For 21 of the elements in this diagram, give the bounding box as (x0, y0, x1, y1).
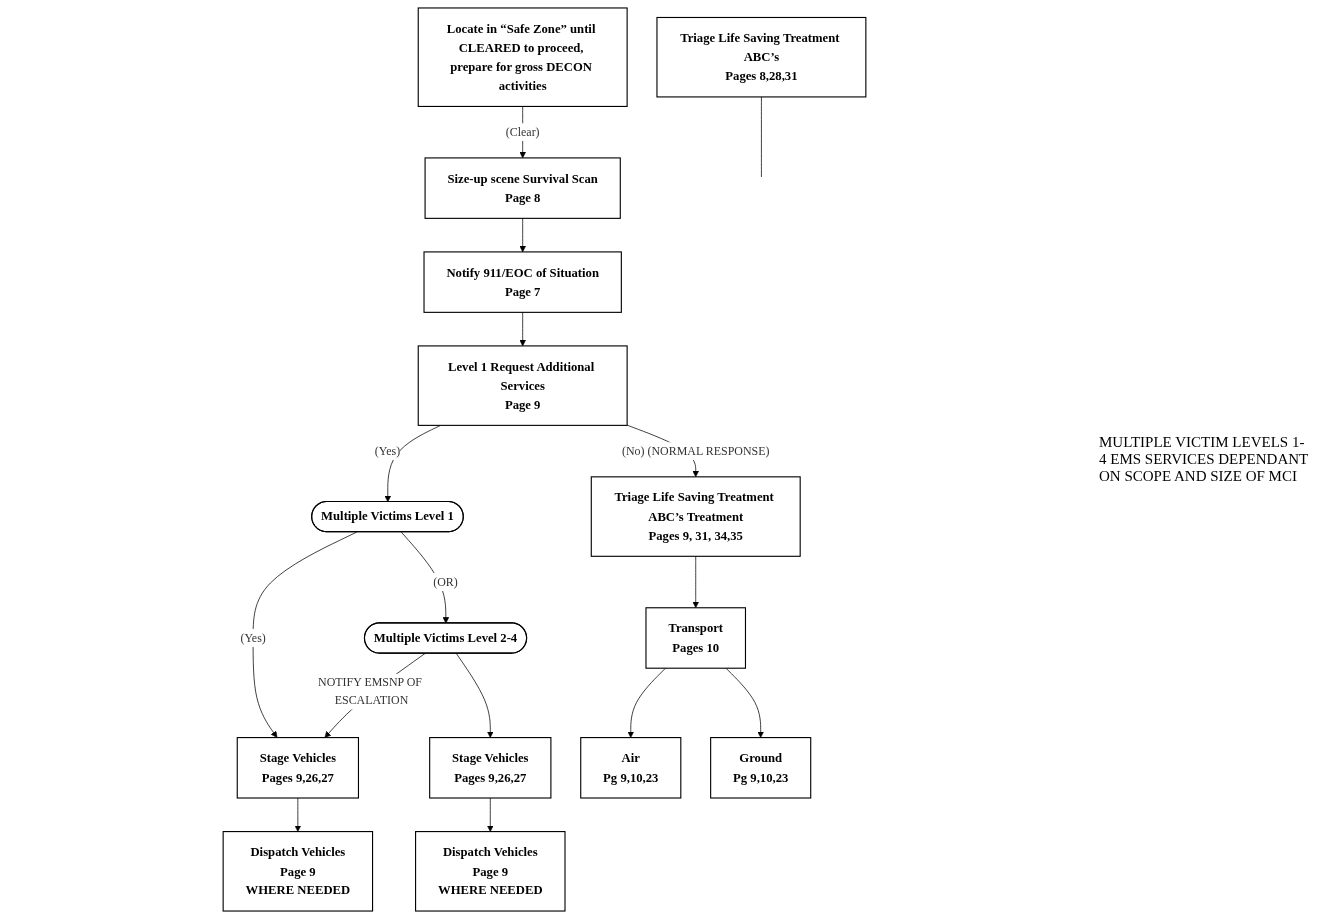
edge-label: (Yes) (240, 631, 266, 644)
connector (761, 96, 762, 178)
edge-label: (Yes) (374, 444, 401, 458)
node-box: Dispatch Vehicles Page 9 WHERE NEEDED (222, 831, 374, 912)
node-box: Triage Life Saving Treatment ABC’s Treatment Pages 9, 31, 34,35 (590, 476, 801, 557)
edge-label: (No) (NORMAL RESPONSE) (622, 444, 770, 458)
edge-label: (Clear) (505, 125, 540, 139)
node-box: Transport Pages 10 (645, 607, 747, 669)
node-box: Stage Vehicles Pages 9,26,27 (429, 737, 552, 799)
node-box: Triage Life Saving Treatment ABC’s Pages 8,28,31 (656, 16, 867, 98)
edge-label: (OR) (433, 575, 458, 588)
edge-label: NOTIFY EMSNP OF ESCALATION (318, 676, 422, 707)
node-box: Air Pg 9,10,23 (580, 737, 682, 799)
node-box: Dispatch Vehicles Page 9 WHERE NEEDED (415, 831, 566, 912)
node-box: Ground Pg 9,10,23 (710, 737, 812, 799)
note-text: MULTIPLE VICTIM LEVELS 1-4 EMS SERVICES DEPENDANT ON SCOPE AND SIZE OF MCI (1099, 434, 1309, 485)
node-box: Level 1 Request Additional Services Page 9 (417, 345, 628, 426)
node-box: Stage Vehicles Pages 9,26,27 (236, 737, 359, 799)
node-box: Locate in “Safe Zone” until CLEARED to proceed, prepare for gross DECON activities (417, 7, 628, 107)
node-box: Size-up scene Survival Scan Page 8 (424, 157, 621, 219)
node-box: Notify 911/EOC of Situation Page 7 (423, 251, 622, 313)
